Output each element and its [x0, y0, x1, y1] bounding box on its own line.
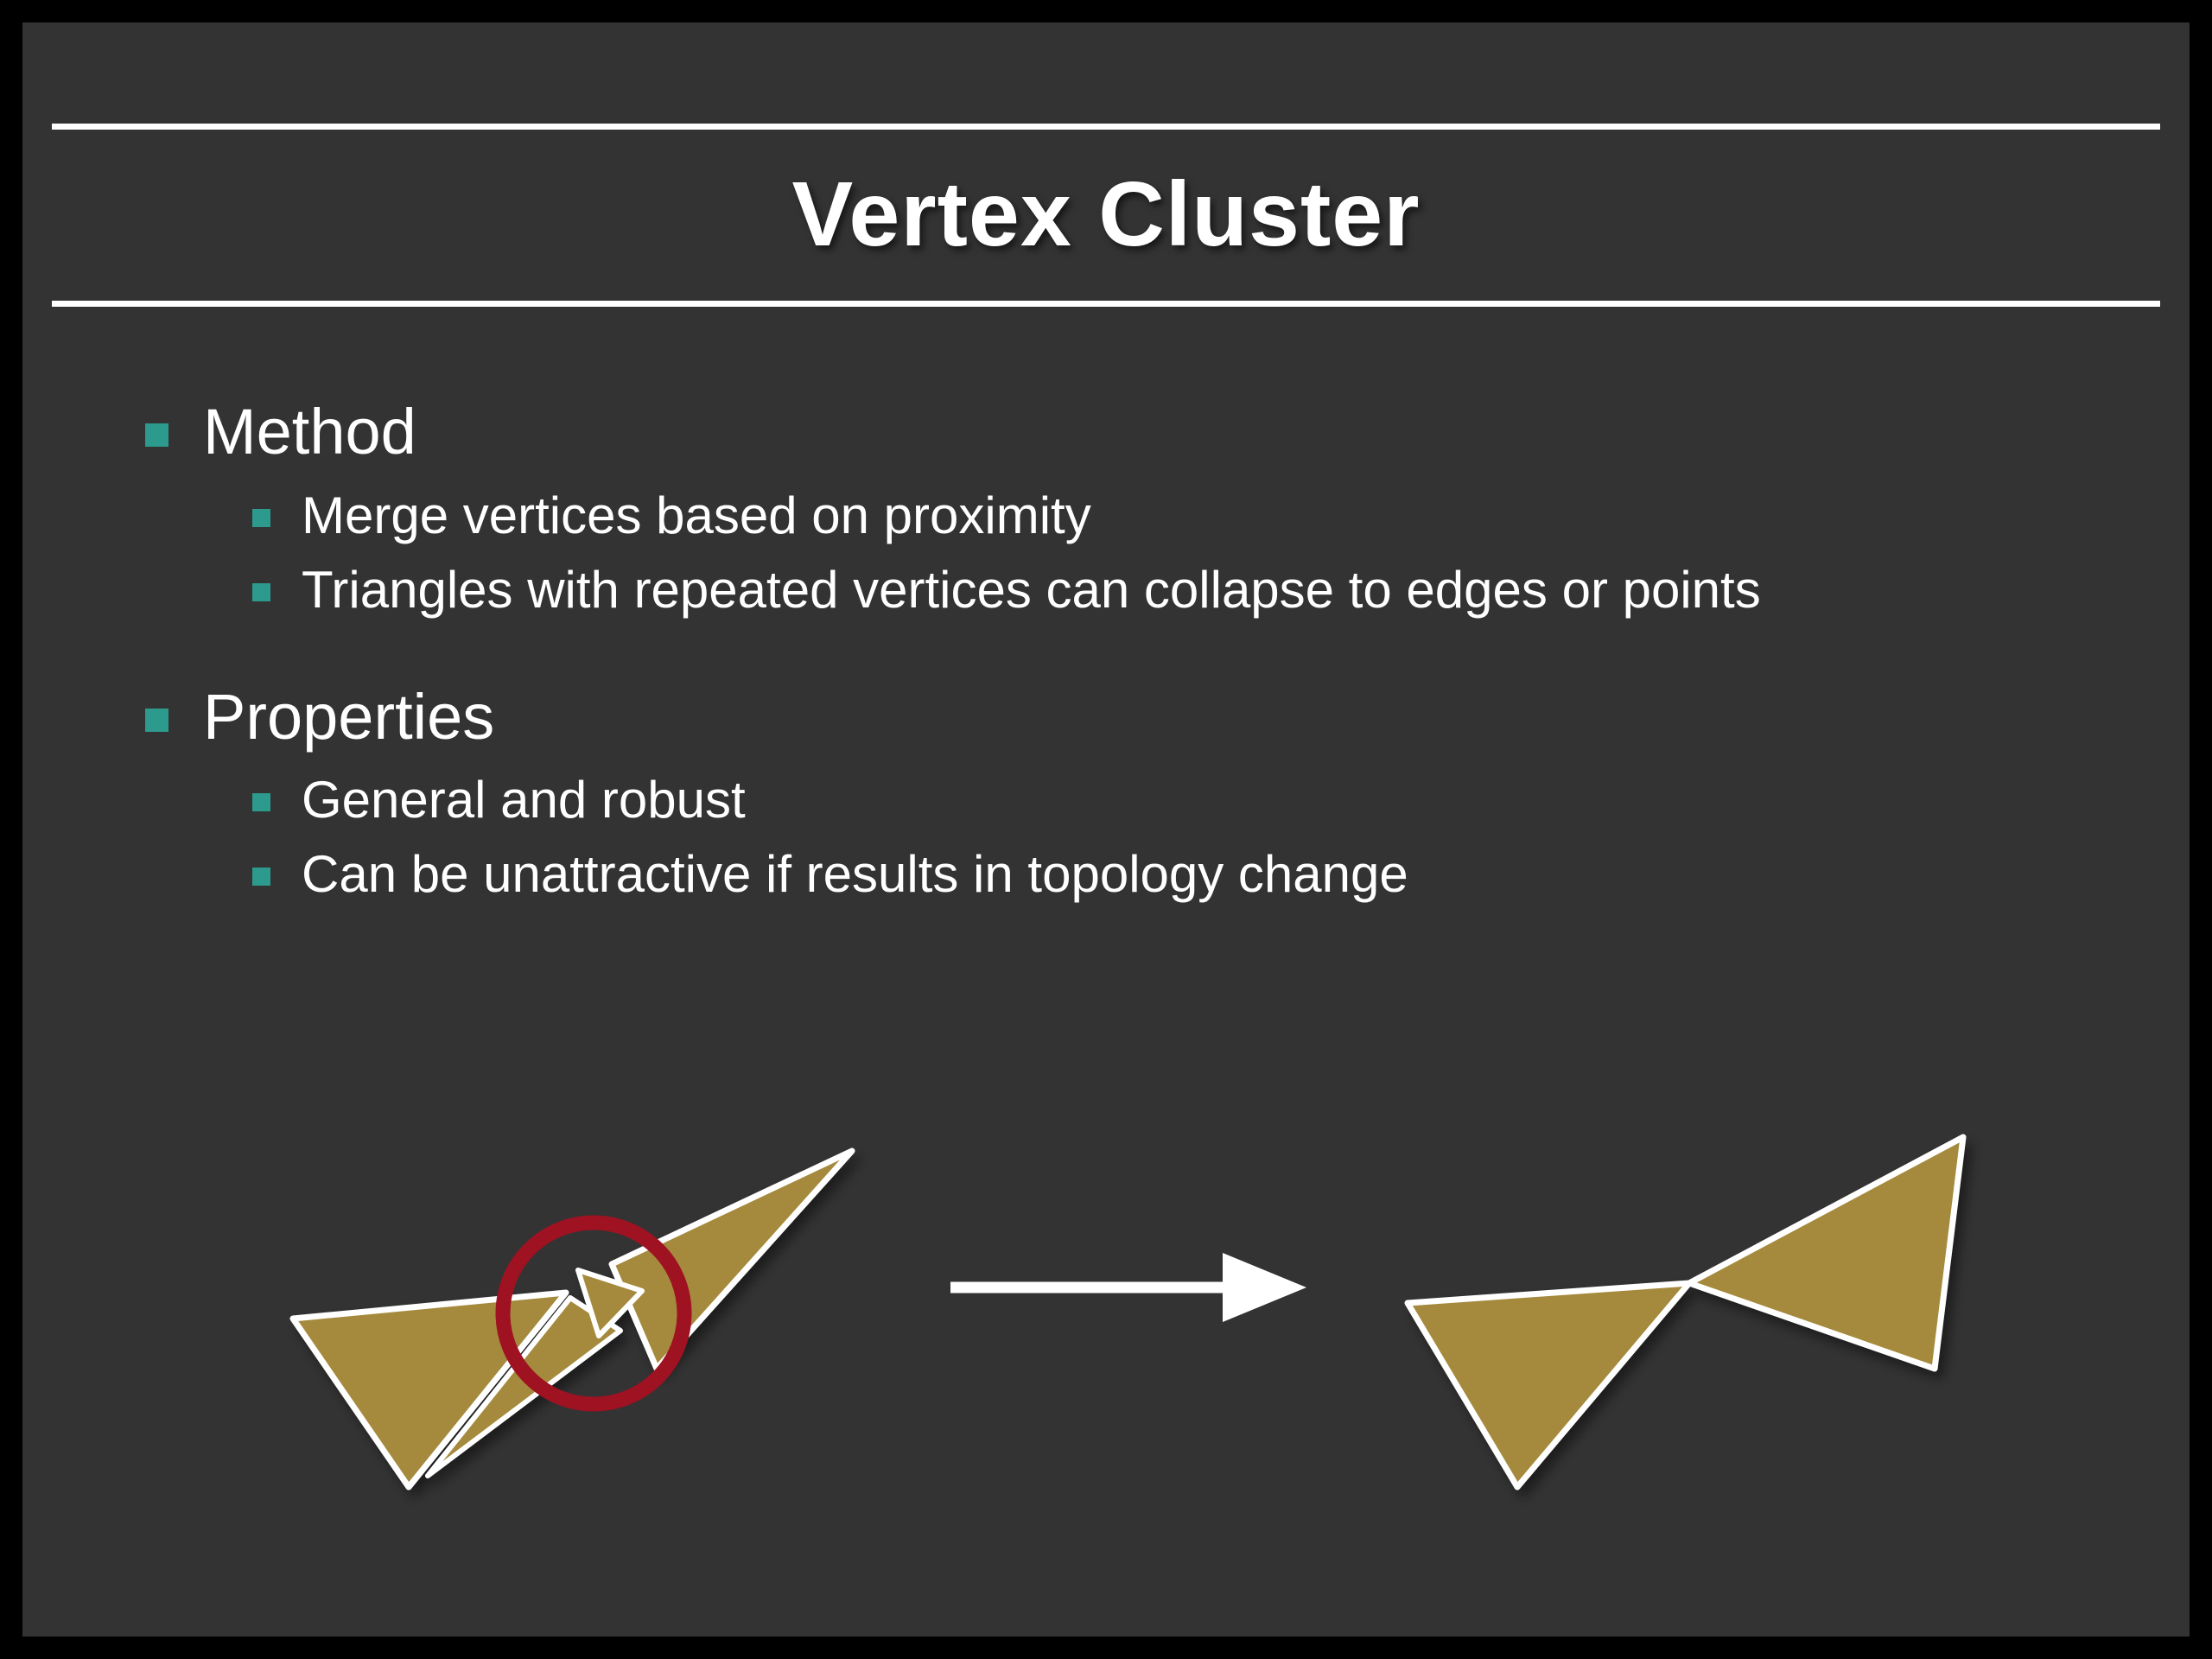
vertex-merge-diagram — [289, 1134, 1967, 1491]
bullet-properties-item-2: Can be unattractive if results in topolo… — [252, 841, 1408, 908]
slide-title: Vertex Cluster — [791, 163, 1421, 265]
bullet-square-icon — [252, 868, 270, 886]
bullet-properties: Properties — [145, 678, 494, 756]
after-mesh — [1404, 1134, 1967, 1491]
bullet-square-icon — [145, 423, 168, 447]
before-mesh — [289, 1147, 855, 1491]
highlight-circle — [495, 1215, 692, 1412]
bullet-square-icon — [252, 509, 270, 527]
bullet-square-icon — [252, 793, 270, 811]
bullet-method: Method — [145, 393, 416, 471]
before-left-triangle — [289, 1289, 569, 1491]
before-right-triangle — [608, 1147, 855, 1372]
bullet-square-icon — [145, 708, 168, 732]
title-rule-top — [52, 124, 2160, 130]
bullet-properties-item-1: General and robust — [252, 766, 746, 834]
after-right-triangle — [1686, 1134, 1967, 1372]
bullet-properties-item-1-label: General and robust — [302, 771, 746, 829]
bullet-method-item-1-label: Merge vertices based on proximity — [302, 486, 1091, 544]
bullet-method-item-2-label: Triangles with repeated vertices can col… — [302, 561, 1761, 619]
bullet-method-item-2: Triangles with repeated vertices can col… — [252, 556, 1761, 624]
bullet-properties-item-2-label: Can be unattractive if results in topolo… — [302, 845, 1408, 903]
bullet-method-item-1: Merge vertices based on proximity — [252, 482, 1091, 550]
bullet-method-label: Method — [203, 396, 416, 467]
bullet-square-icon — [252, 583, 270, 601]
before-small-center-triangle — [575, 1268, 645, 1338]
bullet-properties-label: Properties — [203, 681, 495, 753]
merge-arrow-icon — [950, 1253, 1306, 1322]
title-rule-bottom — [52, 301, 2160, 307]
after-left-triangle — [1404, 1280, 1693, 1491]
